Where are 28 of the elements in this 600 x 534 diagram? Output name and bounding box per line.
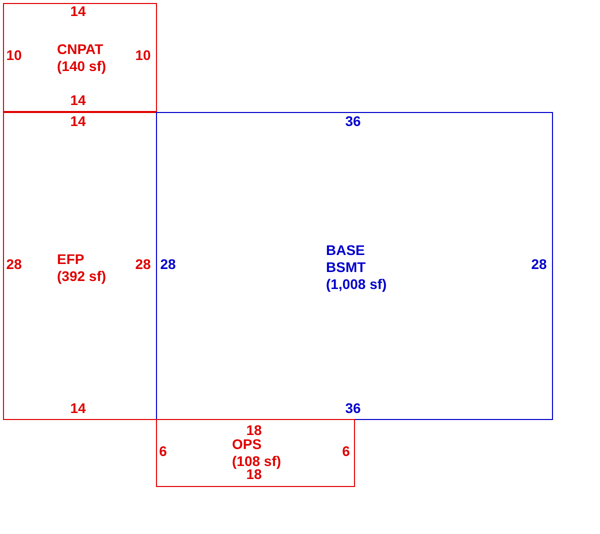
area-size: (108 sf) — [232, 453, 282, 469]
dimension-label: 36 — [345, 400, 361, 416]
dimension-label: 28 — [135, 256, 151, 272]
area-name: OPS — [232, 436, 263, 453]
dimension-label: 36 — [345, 113, 361, 129]
area-size: (1,008 sf) — [326, 276, 387, 293]
area-size: (392 sf) — [57, 268, 106, 285]
dimension-label: 6 — [159, 443, 167, 459]
floor-area-outline — [3, 3, 157, 112]
dimension-label: 18 — [246, 422, 262, 438]
dimension-label: 14 — [70, 400, 86, 416]
dimension-label: 28 — [531, 256, 547, 272]
area-name: CNPAT — [57, 41, 104, 58]
dimension-label: 10 — [6, 47, 22, 63]
dimension-label: 28 — [160, 256, 176, 272]
floor-area-outline — [156, 419, 355, 487]
dimension-label: 6 — [342, 443, 350, 459]
dimension-label: 14 — [70, 113, 86, 129]
floor-area-outline — [3, 112, 157, 420]
floor-area-outline — [156, 112, 553, 420]
area-name: BASE BSMT — [326, 242, 366, 276]
dimension-label: 28 — [6, 256, 22, 272]
dimension-label: 14 — [70, 3, 86, 19]
area-name: EFP — [57, 251, 86, 268]
dimension-label: 14 — [70, 92, 86, 108]
area-size: (140 sf) — [57, 58, 106, 75]
dimension-label: 10 — [135, 47, 151, 63]
dimension-label: 18 — [246, 466, 262, 482]
